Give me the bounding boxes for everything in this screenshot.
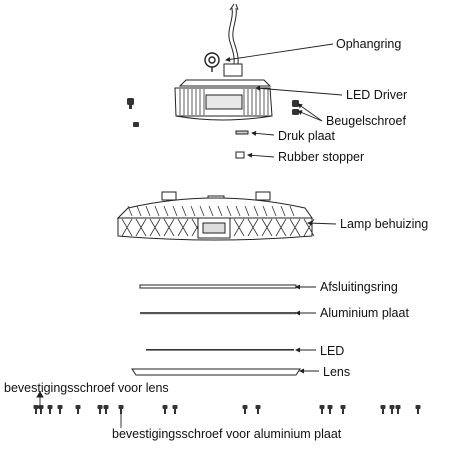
lens-screws-callout [36, 391, 44, 409]
label-ophangring: Ophangring [336, 37, 402, 51]
fixing-screw-12 [319, 405, 325, 414]
leader-arrowhead-8 [294, 310, 301, 316]
led-driver-part [174, 63, 273, 121]
fixing-screw-17 [395, 405, 401, 414]
leader-arrowhead-1 [254, 85, 261, 91]
label-lamp-behuizing: Lamp behuizing [340, 217, 429, 231]
fixing-screw-10 [242, 405, 248, 414]
label-beugelschroef: Beugelschroef [326, 114, 406, 128]
fixing-screw-16 [389, 405, 395, 414]
lamp-housing-part [116, 191, 315, 241]
leader-arrowhead-5 [246, 152, 253, 158]
fixing-screw-0 [33, 405, 39, 414]
fixing-screw-4 [75, 405, 81, 414]
fixing-screw-5 [97, 405, 103, 414]
leader-arrowhead-7 [294, 284, 301, 290]
leader-lines [224, 43, 343, 374]
label-led: LED [320, 344, 345, 358]
fixing-screw-14 [340, 405, 346, 414]
fixing-screw-8 [162, 405, 168, 414]
fixing-screws-row [33, 405, 421, 414]
leader-arrowhead-6 [306, 220, 313, 226]
fixing-screw-15 [380, 405, 386, 414]
label-aluminium-plaat: Aluminium plaat [320, 306, 409, 320]
label-rubber-stopper: Rubber stopper [278, 150, 365, 164]
small-screw-left-bottom [133, 122, 139, 127]
leader-arrowhead-3 [297, 110, 303, 115]
leader-line-1 [255, 87, 343, 96]
label-lens: Lens [323, 365, 351, 379]
fixing-screw-3 [57, 405, 63, 414]
rubber-stopper-part [235, 151, 245, 159]
leader-arrowhead-2 [297, 103, 303, 109]
label-lens-screws: bevestigingsschroef voor lens [4, 381, 169, 395]
leader-arrowhead-10 [298, 368, 305, 374]
label-afsluitingsring: Afsluitingsring [320, 280, 398, 294]
small-screw-left-top [127, 98, 134, 109]
fixing-screw-2 [47, 405, 53, 414]
leader-arrowhead-4 [250, 130, 257, 136]
lens-part [131, 368, 301, 376]
fixing-screw-11 [255, 405, 261, 414]
label-aluminium-screws: bevestigingsschroef voor aluminium plaat [112, 427, 342, 441]
pressure-plate-part [235, 130, 249, 135]
leader-line-2 [297, 103, 323, 122]
power-cable [228, 3, 239, 71]
fixing-screw-9 [172, 405, 178, 414]
fixing-screw-18 [415, 405, 421, 414]
aluminium-plate-part [140, 312, 296, 315]
bracket-screws-part [292, 100, 299, 115]
fixing-screw-7 [118, 405, 124, 414]
leader-line-0 [225, 43, 334, 61]
fixing-screw-6 [103, 405, 109, 414]
leader-arrowhead-0 [224, 56, 231, 62]
leader-line-3 [297, 110, 323, 122]
hanging-ring-part [204, 52, 220, 72]
sealing-ring-part [139, 284, 297, 289]
led-board-part [146, 349, 294, 351]
fixing-screw-1 [38, 405, 44, 414]
label-led-driver: LED Driver [346, 88, 408, 102]
label-druk-plaat: Druk plaat [278, 129, 335, 143]
leader-line-5 [247, 154, 275, 158]
fixing-screw-13 [327, 405, 333, 414]
leader-arrowhead-9 [294, 347, 301, 353]
leader-line-6 [307, 222, 337, 225]
